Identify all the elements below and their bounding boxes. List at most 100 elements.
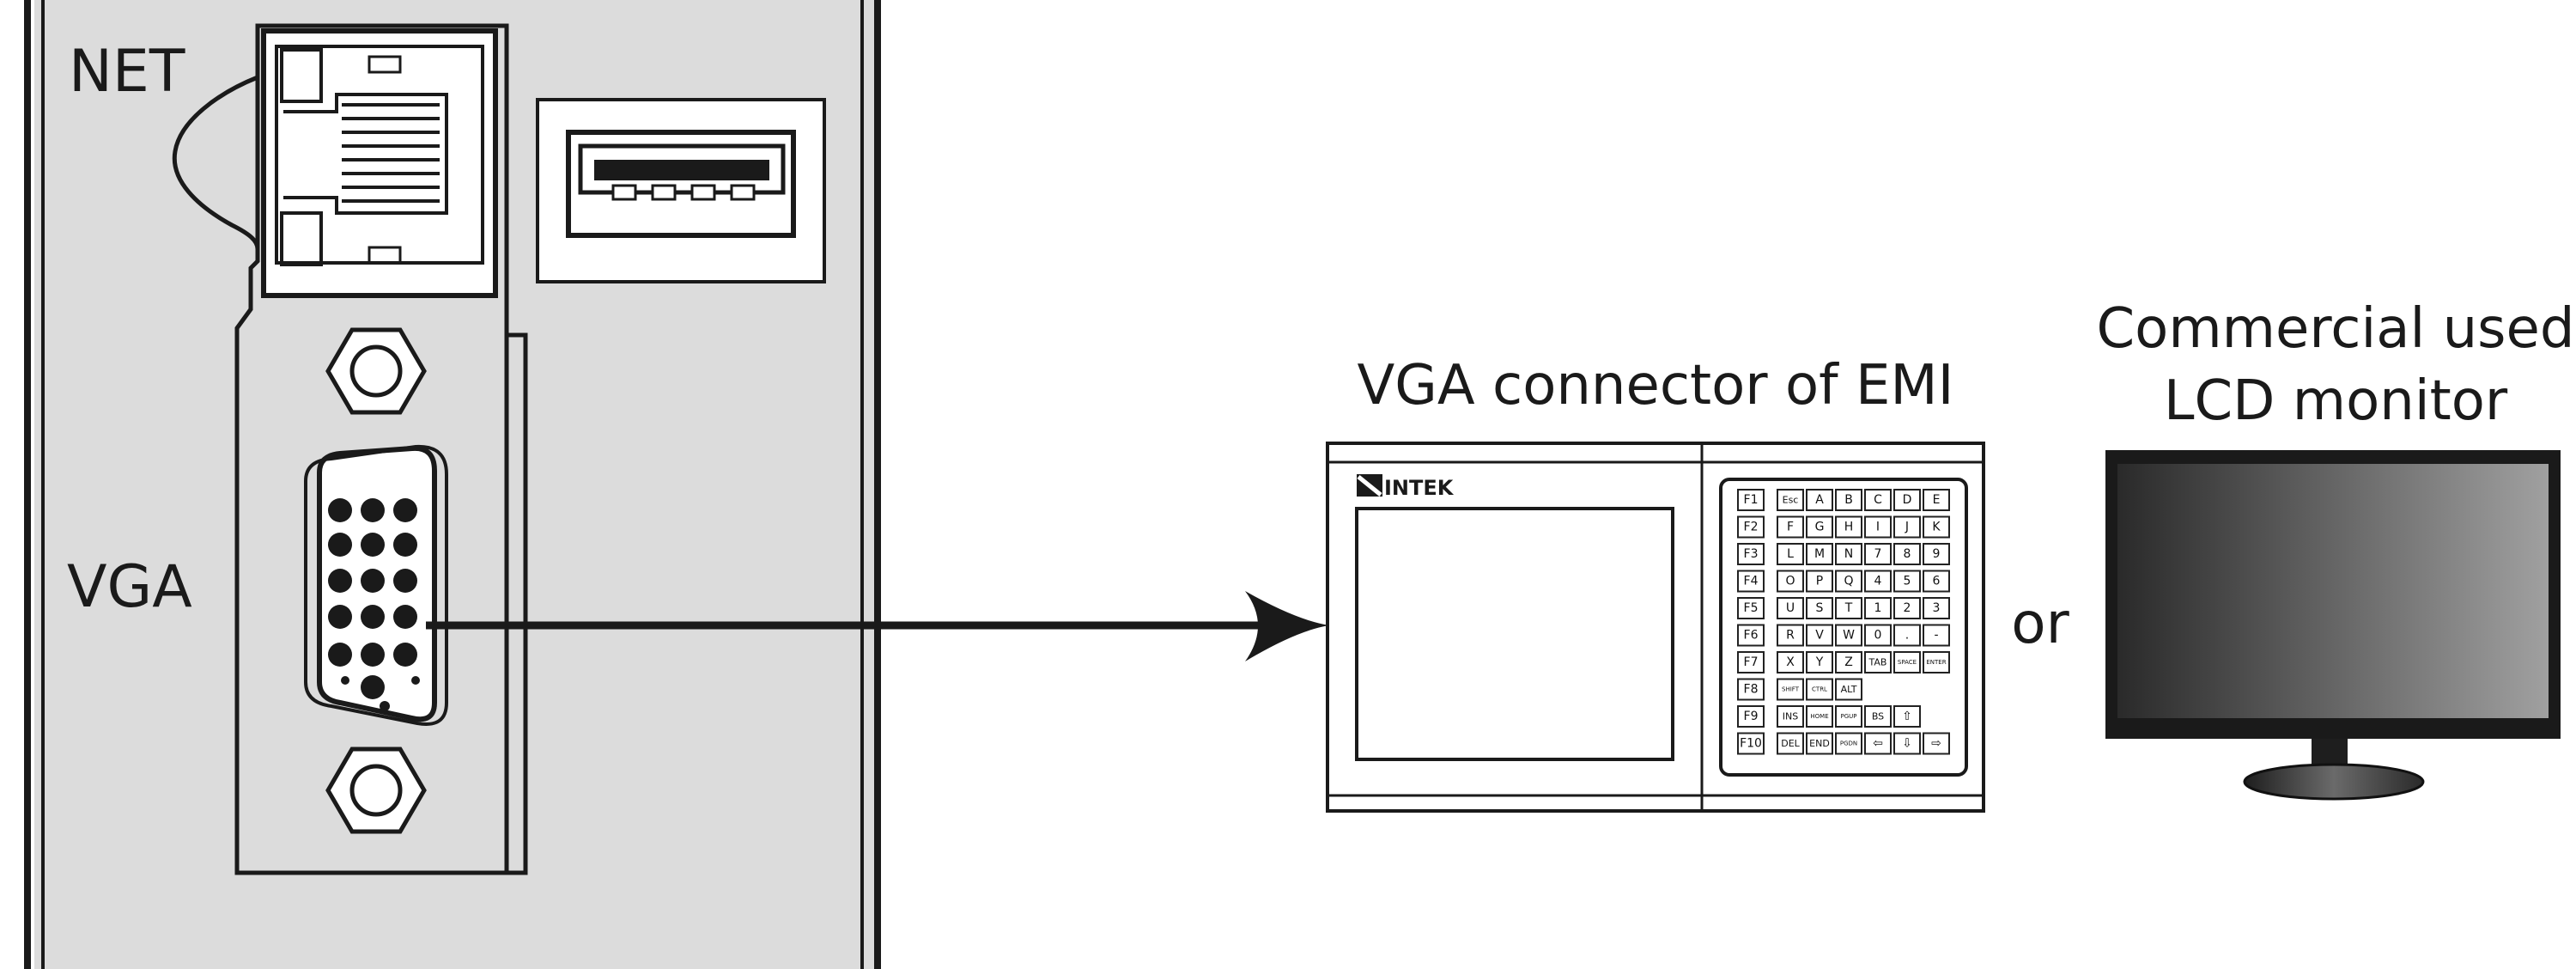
keypad-key[interactable]: 5 bbox=[1893, 570, 1921, 593]
svg-text:K: K bbox=[1932, 521, 1941, 534]
svg-text:ALT: ALT bbox=[1841, 684, 1857, 695]
vga-label: VGA bbox=[67, 553, 192, 621]
keypad-key[interactable]: PGDN bbox=[1835, 732, 1862, 755]
svg-text:S: S bbox=[1816, 601, 1824, 615]
keypad-key-f1[interactable]: F1 bbox=[1737, 489, 1765, 511]
keypad-key[interactable]: T bbox=[1835, 597, 1862, 619]
keypad-key[interactable]: TAB bbox=[1864, 651, 1892, 673]
keypad-key[interactable]: K bbox=[1923, 515, 1950, 539]
keypad-key[interactable]: E bbox=[1923, 489, 1950, 511]
keypad-key[interactable]: ALT bbox=[1835, 678, 1862, 701]
keypad-key[interactable]: SPACE bbox=[1893, 651, 1921, 673]
keypad-key-f8[interactable]: F8 bbox=[1737, 678, 1765, 701]
keypad-key[interactable]: 2 bbox=[1893, 597, 1921, 619]
svg-text:D: D bbox=[1903, 493, 1912, 507]
keypad-key[interactable]: A bbox=[1806, 489, 1833, 511]
svg-text:E: E bbox=[1933, 493, 1941, 507]
keypad-key[interactable]: D bbox=[1893, 489, 1921, 511]
keypad-key[interactable]: ⇧ bbox=[1893, 705, 1921, 728]
keypad-key[interactable]: Esc bbox=[1777, 489, 1804, 511]
keypad-key[interactable]: ⇩ bbox=[1893, 732, 1921, 755]
keypad-key[interactable]: . bbox=[1893, 624, 1921, 647]
keypad-key[interactable]: S bbox=[1806, 597, 1833, 619]
svg-text:SPACE: SPACE bbox=[1898, 659, 1917, 666]
svg-text:G: G bbox=[1815, 521, 1825, 534]
svg-text:DEL: DEL bbox=[1781, 738, 1800, 749]
keypad-key-f4[interactable]: F4 bbox=[1737, 570, 1765, 593]
keypad-key[interactable]: PGUP bbox=[1835, 705, 1862, 728]
svg-text:J: J bbox=[1905, 521, 1909, 534]
keypad-key[interactable]: 6 bbox=[1923, 570, 1950, 593]
keypad-key[interactable]: CTRL bbox=[1806, 678, 1833, 701]
emi-screen bbox=[1355, 507, 1674, 761]
keypad-key-f9[interactable]: F9 bbox=[1737, 705, 1765, 728]
keypad-key-f10[interactable]: F10 bbox=[1737, 732, 1765, 755]
keypad-key[interactable]: 1 bbox=[1864, 597, 1892, 619]
keypad-key[interactable]: C bbox=[1864, 489, 1892, 511]
hex-screw-top bbox=[325, 327, 427, 415]
keypad-key[interactable]: N bbox=[1835, 543, 1862, 565]
svg-text:F5: F5 bbox=[1744, 601, 1759, 615]
keypad-key[interactable]: 4 bbox=[1864, 570, 1892, 593]
svg-text:Y: Y bbox=[1815, 655, 1824, 669]
svg-text:B: B bbox=[1844, 493, 1853, 507]
keypad-key[interactable]: 7 bbox=[1864, 543, 1892, 565]
svg-text:T: T bbox=[1844, 601, 1853, 615]
keypad-key-f6[interactable]: F6 bbox=[1737, 624, 1765, 647]
svg-text:F: F bbox=[1787, 521, 1794, 534]
keypad-key[interactable]: - bbox=[1923, 624, 1950, 647]
svg-text:5: 5 bbox=[1904, 575, 1911, 588]
keypad-key[interactable]: ⇦ bbox=[1864, 732, 1892, 755]
keypad-key[interactable]: J bbox=[1893, 515, 1921, 539]
keypad-key-f3[interactable]: F3 bbox=[1737, 543, 1765, 565]
keypad-key[interactable]: L bbox=[1777, 543, 1804, 565]
svg-text:4: 4 bbox=[1874, 575, 1882, 588]
keypad-key[interactable]: INS bbox=[1777, 705, 1804, 728]
keypad-key[interactable]: I bbox=[1864, 515, 1892, 539]
keypad-key[interactable]: Y bbox=[1806, 651, 1833, 673]
keypad-key[interactable]: 0 bbox=[1864, 624, 1892, 647]
keypad-key[interactable]: W bbox=[1835, 624, 1862, 647]
svg-text:CTRL: CTRL bbox=[1812, 686, 1827, 693]
svg-text:-: - bbox=[1934, 629, 1938, 643]
keypad-key[interactable]: M bbox=[1806, 543, 1833, 565]
svg-text:⇧: ⇧ bbox=[1902, 710, 1912, 723]
svg-text:F7: F7 bbox=[1744, 655, 1759, 669]
svg-text:INTEK: INTEK bbox=[1384, 476, 1455, 500]
svg-text:U: U bbox=[1786, 601, 1795, 615]
lcd-stand bbox=[2243, 763, 2425, 801]
keypad-key[interactable]: ⇨ bbox=[1923, 732, 1950, 755]
keypad-key[interactable]: DEL bbox=[1777, 732, 1804, 755]
svg-text:R: R bbox=[1786, 629, 1795, 643]
keypad-key[interactable]: B bbox=[1835, 489, 1862, 511]
keypad-key[interactable]: R bbox=[1777, 624, 1804, 647]
svg-text:I: I bbox=[1876, 521, 1880, 534]
lcd-monitor bbox=[2105, 450, 2561, 801]
keypad-key[interactable]: H bbox=[1835, 515, 1862, 539]
keypad-key[interactable]: Z bbox=[1835, 651, 1862, 673]
keypad-key-f2[interactable]: F2 bbox=[1737, 515, 1765, 539]
keypad-key-f5[interactable]: F5 bbox=[1737, 597, 1765, 619]
keypad-key[interactable]: O bbox=[1777, 570, 1804, 593]
keypad-key[interactable]: U bbox=[1777, 597, 1804, 619]
keypad-key[interactable]: SHIFT bbox=[1777, 678, 1804, 701]
keypad-key[interactable]: P bbox=[1806, 570, 1833, 593]
keypad-key[interactable]: G bbox=[1806, 515, 1833, 539]
keypad-key[interactable]: 9 bbox=[1923, 543, 1950, 565]
keypad-key[interactable]: BS bbox=[1864, 705, 1892, 728]
intek-logo: INTEK bbox=[1357, 474, 1455, 500]
keypad-key[interactable]: X bbox=[1777, 651, 1804, 673]
keypad-key[interactable]: 3 bbox=[1923, 597, 1950, 619]
svg-text:⇩: ⇩ bbox=[1902, 737, 1912, 751]
svg-text:ENTER: ENTER bbox=[1926, 659, 1946, 666]
net-label: NET bbox=[69, 38, 185, 106]
keypad-key[interactable]: 8 bbox=[1893, 543, 1921, 565]
keypad-key[interactable]: V bbox=[1806, 624, 1833, 647]
emi-caption: VGA connector of EMI bbox=[1358, 354, 1954, 417]
keypad-key[interactable]: HOME bbox=[1806, 705, 1833, 728]
keypad-key[interactable]: Q bbox=[1835, 570, 1862, 593]
keypad-key[interactable]: F bbox=[1777, 515, 1804, 539]
keypad-key-f7[interactable]: F7 bbox=[1737, 651, 1765, 673]
keypad-key[interactable]: END bbox=[1806, 732, 1833, 755]
keypad-key[interactable]: ENTER bbox=[1923, 651, 1950, 673]
